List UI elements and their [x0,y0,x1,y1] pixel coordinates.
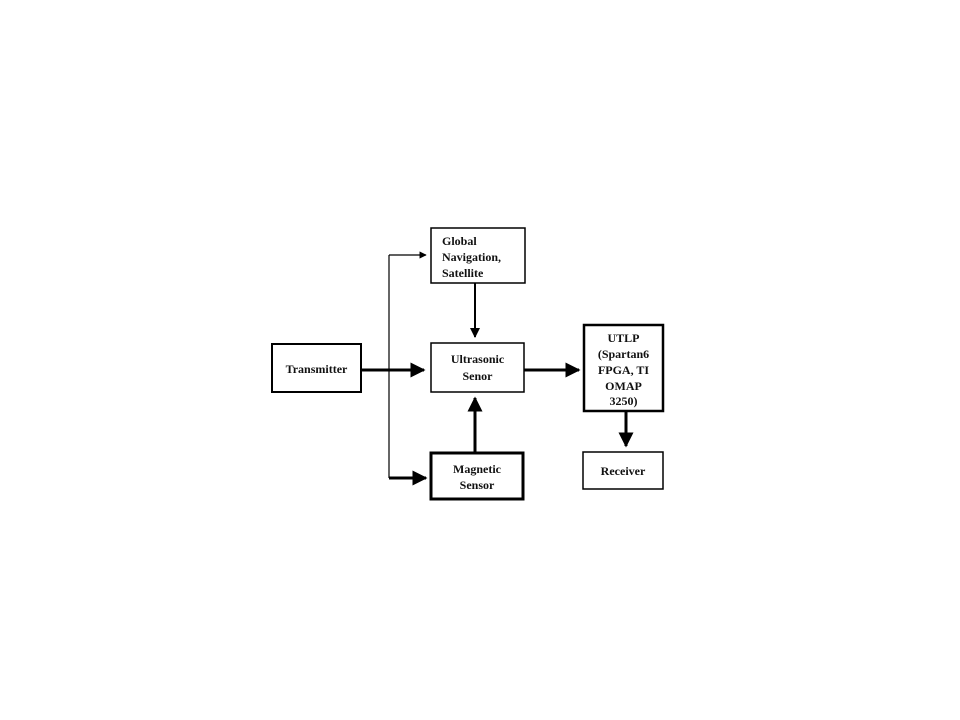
node-utlp-label-4: OMAP [605,379,642,393]
node-magnetic-label-1: Magnetic [453,462,502,476]
connectors [361,251,634,486]
node-utlp-label-2: (Spartan6 [598,347,649,361]
node-transmitter: Transmitter [271,343,362,393]
node-magnetic-label-2: Sensor [460,478,495,492]
node-gnss-label-2: Navigation, [442,250,501,264]
node-receiver: Receiver [582,451,664,490]
node-gnss-label-1: Global [442,234,477,248]
node-magnetic: Magnetic Sensor [429,451,525,501]
node-utlp: UTLP (Spartan6 FPGA, TI OMAP 3250) [582,323,665,413]
node-receiver-label: Receiver [601,464,646,478]
node-utlp-label-3: FPGA, TI [598,363,649,377]
node-utlp-label-5: 3250) [610,394,638,408]
node-transmitter-label: Transmitter [286,362,348,376]
node-ultrasonic-label-1: Ultrasonic [451,352,505,366]
node-gnss-label-3: Satellite [442,266,484,280]
node-ultrasonic-label-2: Senor [463,369,494,383]
node-ultrasonic: Ultrasonic Senor [430,342,525,393]
node-utlp-label-1: UTLP [607,331,639,345]
node-gnss: Global Navigation, Satellite [430,227,526,284]
